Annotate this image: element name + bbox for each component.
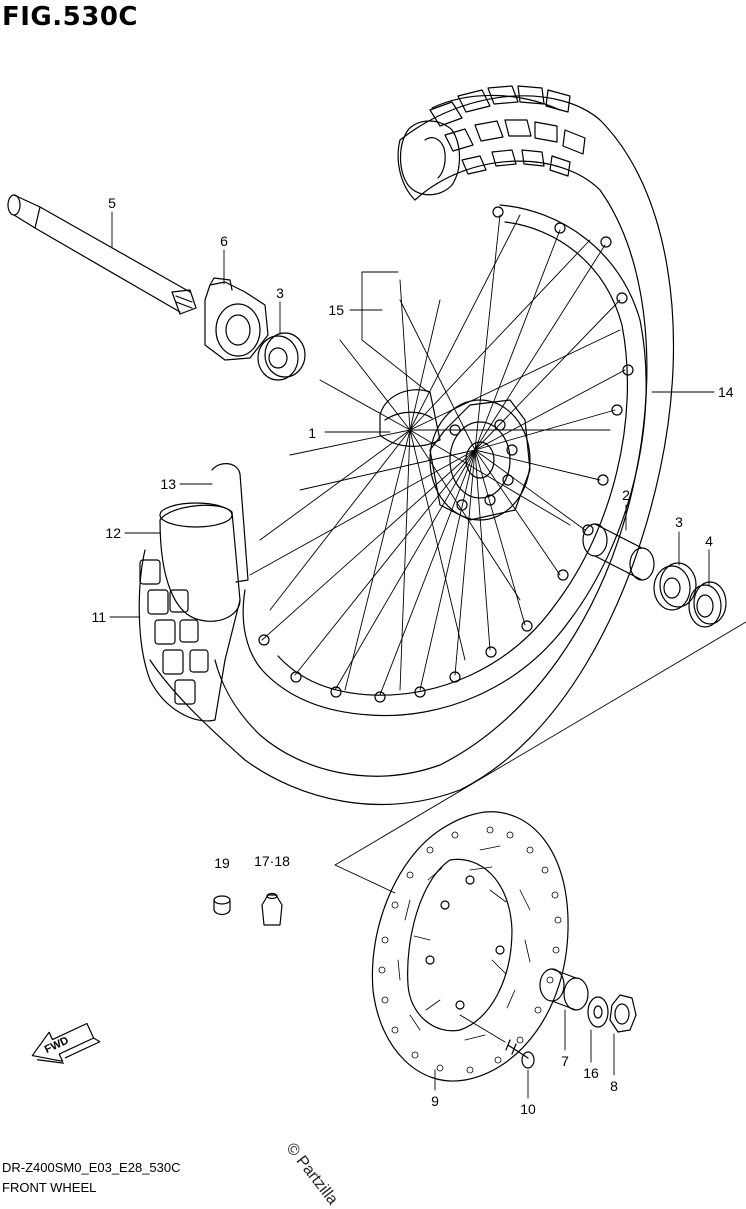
figure-name: FRONT WHEEL bbox=[2, 1180, 97, 1195]
callout-3-right: 3 bbox=[675, 514, 683, 530]
callout-3-left: 3 bbox=[276, 285, 284, 301]
axle-nut bbox=[609, 994, 637, 1033]
disc-bolt bbox=[505, 1039, 535, 1069]
callout-12: 12 bbox=[105, 525, 121, 541]
callout-13: 13 bbox=[160, 476, 176, 492]
callout-17-18: 17·18 bbox=[254, 853, 290, 869]
spoke-nipples bbox=[258, 206, 634, 703]
brake-disc bbox=[371, 811, 569, 1082]
callout-19: 19 bbox=[214, 855, 230, 871]
callout-1: 1 bbox=[308, 425, 316, 441]
callout-8: 8 bbox=[610, 1078, 618, 1094]
callout-10: 10 bbox=[520, 1101, 536, 1117]
rim bbox=[242, 204, 647, 717]
forward-arrow-icon bbox=[31, 1022, 101, 1064]
callout-14: 14 bbox=[718, 384, 734, 400]
callout-2: 2 bbox=[622, 487, 630, 503]
callout-5: 5 bbox=[108, 195, 116, 211]
callout-16: 16 bbox=[583, 1065, 599, 1081]
callout-4: 4 bbox=[705, 533, 713, 549]
tire bbox=[149, 85, 675, 805]
callout-9: 9 bbox=[431, 1093, 439, 1109]
callout-15: 15 bbox=[328, 302, 344, 318]
tire-tread-top bbox=[429, 85, 586, 177]
bearing-right bbox=[653, 562, 697, 611]
callout-7: 7 bbox=[561, 1053, 569, 1069]
valve-cap bbox=[213, 895, 231, 916]
wheel-spacer bbox=[582, 523, 655, 581]
bearing-left bbox=[257, 332, 306, 381]
hub bbox=[379, 389, 531, 521]
inner-tube bbox=[159, 463, 249, 622]
figure-title: FIG.530C bbox=[2, 2, 139, 32]
axle bbox=[7, 194, 197, 315]
leader-lines bbox=[109, 211, 746, 1099]
figure-code: DR-Z400SM0_E03_E28_530C bbox=[2, 1160, 181, 1175]
spokes bbox=[249, 214, 626, 696]
callout-11: 11 bbox=[91, 609, 106, 625]
callout-labels: 1 2 3 3 4 5 6 7 8 9 10 11 12 13 14 15 16… bbox=[43, 195, 734, 1117]
spacer-right bbox=[539, 968, 589, 1011]
callout-6: 6 bbox=[220, 233, 228, 249]
washer bbox=[587, 996, 609, 1028]
oil-seal bbox=[688, 581, 727, 628]
rim-lock-nut bbox=[261, 892, 283, 926]
speedometer-gearbox bbox=[204, 277, 269, 361]
tire-section-left bbox=[138, 549, 241, 722]
